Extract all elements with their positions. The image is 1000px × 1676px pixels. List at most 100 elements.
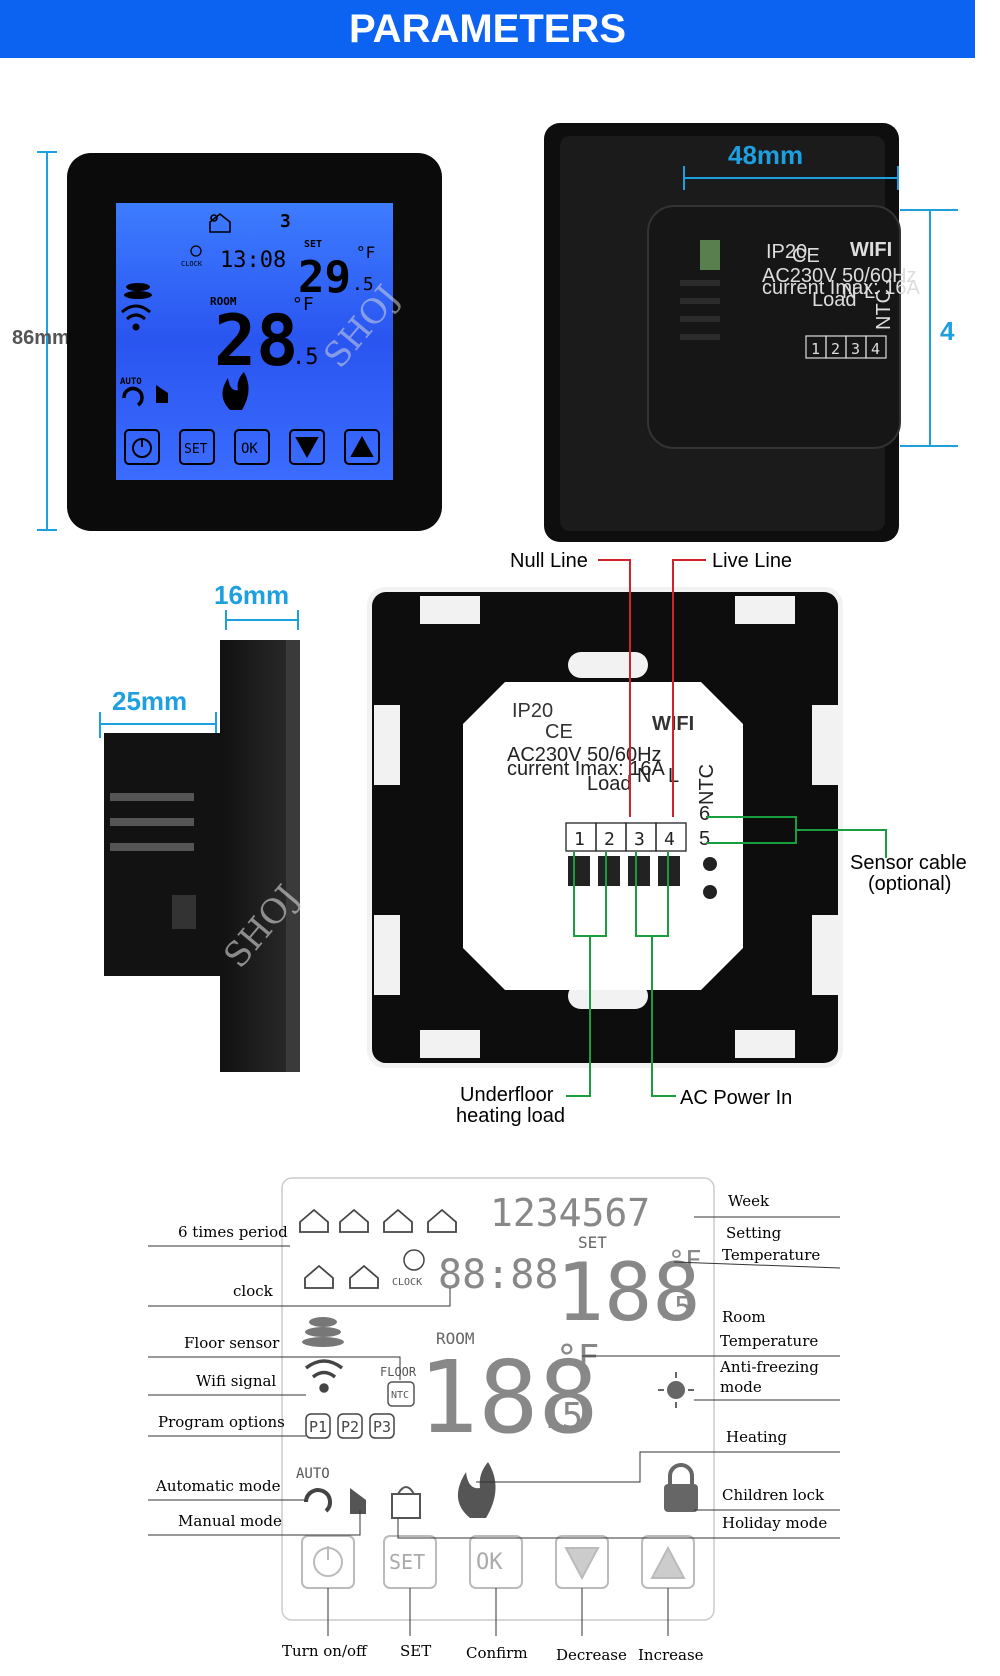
label-room: Room: [722, 1308, 766, 1326]
wiring-spec-2: current Imax: 16A: [507, 758, 666, 780]
flame-icon: [222, 372, 249, 410]
legend-clock-value: 88:88: [438, 1252, 558, 1298]
front-room-temp: 28: [214, 300, 298, 382]
label-setting-temperature: Temperature: [722, 1246, 820, 1264]
period-icon: [209, 212, 231, 233]
front-room-unit: °F: [292, 294, 314, 315]
front-room-label: ROOM: [210, 295, 237, 308]
legend-program-p2: P2: [341, 1418, 359, 1436]
label-floor-sensor: Floor sensor: [184, 1334, 280, 1352]
front-set-label: SET: [304, 239, 322, 250]
legend-set-dec: .5: [656, 1291, 692, 1326]
wiring-terminal-2: 2: [604, 829, 615, 850]
label-wifi-signal: Wifi signal: [196, 1372, 276, 1390]
label-decrease: Decrease: [556, 1646, 627, 1664]
power-button: [124, 429, 160, 465]
legend-program-p3: P3: [373, 1418, 391, 1436]
front-ok-button-label: OK: [241, 441, 258, 457]
front-depth-dimension: 16mm: [214, 580, 289, 610]
legend-flame-icon: [457, 1462, 496, 1518]
wiring-n: N: [637, 765, 651, 787]
back-ce: CE: [792, 245, 820, 267]
label-setting: Setting: [726, 1224, 782, 1242]
legend-wifi-icon: [304, 1359, 344, 1393]
legend-clock-label: CLOCK: [392, 1277, 422, 1288]
wiring-pin-5: 5: [699, 828, 710, 850]
label-week: Week: [728, 1192, 770, 1210]
legend-set-value: 188: [556, 1246, 701, 1339]
label-children-lock: Children lock: [722, 1486, 825, 1504]
legend-room-unit: °F: [556, 1338, 599, 1379]
front-set-button-label: SET: [184, 442, 208, 457]
sensor-cable-label: Sensor cable: [850, 852, 967, 874]
back-l: L: [864, 281, 875, 303]
legend-room-value: 188: [418, 1339, 599, 1456]
label-anti-freezing-mode: mode: [720, 1378, 762, 1396]
label-confirm: Confirm: [466, 1644, 528, 1662]
width-dimension: 48mm: [728, 140, 803, 170]
total-depth-dimension: 25mm: [112, 686, 187, 716]
legend-floor-label: FLOOR: [380, 1365, 417, 1379]
back-view: IP20 CE WIFI AC230V 50/60Hz current Imax…: [544, 123, 958, 542]
floor-sensor-icon: [124, 283, 152, 299]
legend-set-label: SET: [578, 1233, 607, 1252]
null-line-label: Null Line: [510, 550, 588, 572]
front-auto-label: AUTO: [120, 377, 142, 387]
sensor-cable-optional-label: (optional): [868, 873, 951, 895]
wiring-load: Load: [587, 773, 632, 795]
back-ntc: NTC: [873, 289, 895, 330]
legend-set-button-label: SET: [389, 1550, 425, 1574]
wiring-pin-6: 6: [699, 803, 710, 825]
label-anti-freezing: Anti-freezing: [719, 1358, 819, 1376]
wiring-terminal-3: 3: [634, 829, 645, 850]
wifi-icon: [121, 304, 151, 331]
wiring-spec-1: AC230V 50/60Hz: [507, 744, 662, 766]
label-6-times-period: 6 times period: [178, 1223, 288, 1241]
wiring-ntc: NTC: [696, 764, 718, 805]
legend-set-unit: °F: [668, 1244, 702, 1277]
legend-floor-sensor-icon: [302, 1317, 344, 1347]
back-terminal-3: 3: [851, 340, 860, 358]
legend-ntc-box: [387, 1381, 415, 1407]
height-dimension: 86mm: [12, 327, 70, 349]
front-time: 13:08: [220, 248, 286, 273]
label-room-temperature: Temperature: [720, 1332, 818, 1350]
back-spec-1: AC230V 50/60Hz: [762, 265, 917, 287]
label-increase: Increase: [638, 1646, 704, 1664]
label-manual-mode: Manual mode: [178, 1512, 282, 1530]
front-week: 3: [280, 211, 291, 232]
lcd-legend: 1234567 CLOCK 88:88 SET 188 .5 °F FLOOR …: [148, 1177, 841, 1664]
legend-antifreeze-icon: [658, 1372, 694, 1408]
underfloor-label: Underfloor: [460, 1084, 554, 1106]
set-button: [179, 429, 215, 465]
wiring-view: IP20 CE WIFI AC230V 50/60Hz current Imax…: [367, 550, 967, 1127]
front-set-temp-dec: .5: [352, 274, 374, 295]
legend-program-icons: [305, 1413, 395, 1439]
label-heating: Heating: [726, 1428, 787, 1446]
front-lcd-screen: [116, 203, 393, 480]
legend-ok-button-label: OK: [476, 1550, 503, 1575]
heating-load-label: heating load: [456, 1105, 565, 1127]
legend-auto-label: AUTO: [296, 1466, 330, 1482]
page-title: PARAMETERS: [0, 0, 975, 58]
front-set-temp: 29: [298, 252, 351, 303]
label-program-options: Program options: [158, 1413, 285, 1431]
legend-clock-icon: [403, 1249, 425, 1271]
clock-icon: [190, 245, 202, 257]
back-terminal-2: 2: [831, 340, 840, 358]
label-set: SET: [400, 1642, 431, 1660]
front-clock-label: CLOCK: [181, 260, 203, 268]
label-turn-on-off: Turn on/off: [282, 1642, 368, 1660]
back-ip: IP20: [766, 241, 807, 263]
legend-manual-hand-icon: [350, 1488, 366, 1514]
label-holiday-mode: Holiday mode: [722, 1514, 827, 1532]
period-icons: [299, 1208, 457, 1289]
front-view: 86mm 3 CLOCK 13:08 SET 29 .5 °F ROOM 28 …: [12, 151, 442, 531]
ok-button: [234, 429, 270, 465]
label-automatic-mode: Automatic mode: [155, 1477, 281, 1495]
increase-button: [344, 429, 380, 465]
legend-holiday-bag-icon: [391, 1486, 421, 1519]
back-n: N: [842, 281, 856, 303]
legend-program-p1: P1: [309, 1418, 327, 1436]
